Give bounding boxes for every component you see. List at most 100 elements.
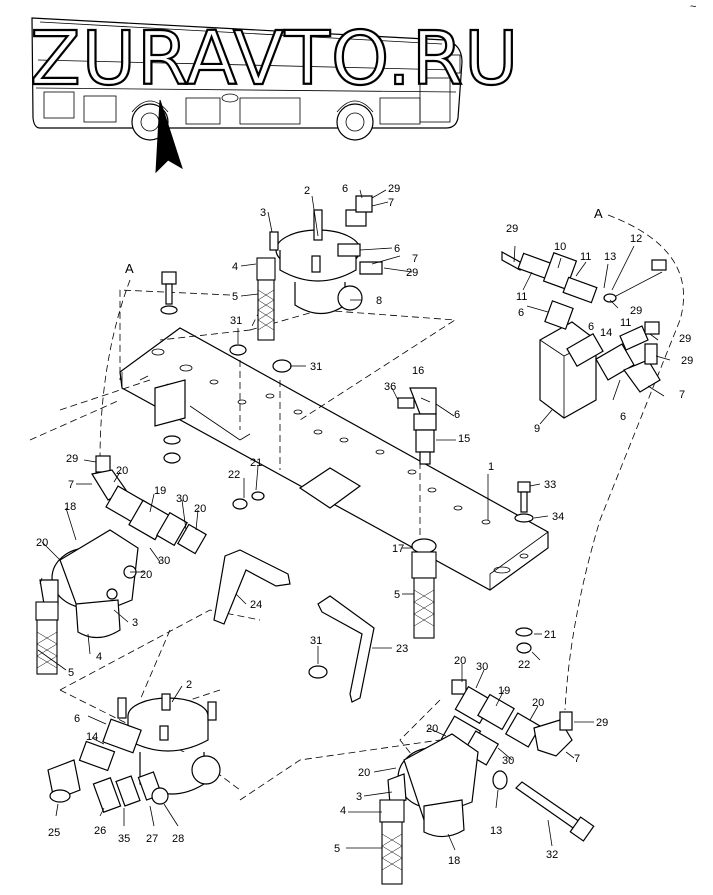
- callout: 3: [132, 617, 138, 629]
- callout: 30: [176, 493, 188, 505]
- callout: 20: [532, 697, 544, 709]
- callout: 29: [66, 453, 78, 465]
- callout: 27: [146, 833, 158, 845]
- callout: 4: [340, 805, 346, 817]
- callout: 20: [454, 655, 466, 667]
- callout: 3: [260, 207, 266, 219]
- callout: 6: [518, 307, 524, 319]
- callout: 5: [394, 589, 400, 601]
- callout: 12: [630, 233, 642, 245]
- ref-mark-right: A: [594, 206, 603, 221]
- callout: 20: [116, 465, 128, 477]
- valve-bottom-left: [47, 693, 221, 813]
- callout: 33: [544, 479, 556, 491]
- callout: 7: [388, 197, 394, 209]
- callout: 9: [534, 423, 540, 435]
- callout: 13: [604, 251, 616, 263]
- callout: 3: [356, 791, 362, 803]
- callout: 16: [412, 365, 424, 377]
- fitting-center: [397, 387, 437, 465]
- callout: 1: [488, 461, 494, 473]
- callout: 2: [304, 185, 310, 197]
- callout: 29: [681, 355, 693, 367]
- callout: 2: [186, 679, 192, 691]
- callout: 20: [140, 569, 152, 581]
- callout: 25: [48, 827, 60, 839]
- callout: 4: [232, 261, 238, 273]
- callout: 30: [502, 755, 514, 767]
- callout: 21: [544, 629, 556, 641]
- leader-lines: [37, 189, 671, 851]
- callout: 15: [458, 433, 470, 445]
- callout: 6: [342, 183, 348, 195]
- callout: 34: [552, 511, 564, 523]
- bracket-24: [213, 549, 291, 625]
- fasteners-right: [232, 481, 534, 679]
- callout: 13: [490, 825, 502, 837]
- callout: 20: [194, 503, 206, 515]
- callout: 19: [498, 685, 510, 697]
- callout: 28: [172, 833, 184, 845]
- callout: 6: [394, 243, 400, 255]
- callout: 20: [426, 723, 438, 735]
- valve-assembly-right: [501, 250, 667, 419]
- callout: 22: [518, 659, 530, 671]
- callout: 30: [158, 555, 170, 567]
- callout: 36: [384, 381, 396, 393]
- callout: 29: [630, 305, 642, 317]
- callout: 11: [580, 251, 591, 263]
- bracket-23: [317, 595, 375, 703]
- callout: 17: [392, 543, 404, 555]
- callout: 21: [250, 457, 262, 469]
- callout: 6: [620, 411, 626, 423]
- callout: 11: [516, 291, 527, 303]
- corner-mark: ~: [690, 1, 696, 13]
- bus-illustration: [31, 17, 463, 174]
- callout: 31: [310, 635, 322, 647]
- valve-top: [269, 195, 383, 315]
- callout: 6: [454, 409, 460, 421]
- callout: 20: [36, 537, 48, 549]
- callout: 35: [118, 833, 130, 845]
- callout: 8: [376, 295, 382, 307]
- callout: 31: [230, 315, 242, 327]
- callout: 18: [64, 501, 76, 513]
- callout: 19: [154, 485, 166, 497]
- callout: 23: [396, 643, 408, 655]
- callout: 26: [94, 825, 106, 837]
- valve-assembly-left: [35, 455, 207, 675]
- callout: 7: [679, 389, 685, 401]
- callout-labels: 2 6 29 7 3 6 7 29 4 5 8 31 31 29 10 11 1…: [36, 183, 693, 867]
- mounting-plate: [119, 327, 549, 591]
- callout: 31: [310, 361, 322, 373]
- callout: 11: [620, 317, 631, 329]
- callout: 20: [358, 767, 370, 779]
- callout: 29: [596, 717, 608, 729]
- callout: 7: [574, 753, 580, 765]
- callout: 14: [600, 327, 612, 339]
- callout: 30: [476, 661, 488, 673]
- callout: 29: [388, 183, 400, 195]
- callout: 29: [679, 333, 691, 345]
- callout: 6: [588, 321, 594, 333]
- callout: 32: [546, 849, 558, 861]
- callout: 29: [506, 223, 518, 235]
- callout: 22: [228, 469, 240, 481]
- callout: 5: [68, 667, 74, 679]
- callout: 5: [334, 843, 340, 855]
- hose-top: [256, 257, 276, 341]
- callout: 14: [86, 731, 98, 743]
- location-arrow: [155, 99, 183, 174]
- callout: 7: [412, 253, 418, 265]
- ref-mark-left: A: [125, 261, 134, 276]
- callout: 29: [406, 267, 418, 279]
- watermark: ZURAVTO.RU: [30, 16, 519, 102]
- hose-center: [411, 538, 437, 639]
- valve-assembly-bottom-right: [379, 679, 595, 885]
- callout: 7: [68, 479, 74, 491]
- callout: 5: [232, 291, 238, 303]
- callout: 10: [554, 241, 566, 253]
- callout: 24: [250, 599, 262, 611]
- callout: 18: [448, 855, 460, 867]
- callout: 6: [74, 713, 80, 725]
